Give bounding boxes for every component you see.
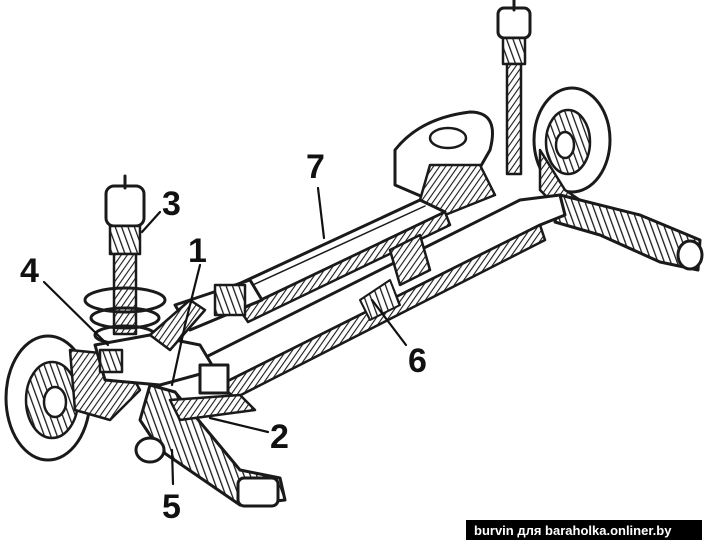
callout-7: 7 bbox=[306, 148, 325, 186]
left-brake-disc bbox=[4, 334, 142, 462]
leader-1 bbox=[170, 263, 202, 387]
leader-lines bbox=[42, 186, 408, 486]
watermark: burvin для baraholka.onliner.by bbox=[466, 520, 702, 540]
leader-4 bbox=[42, 280, 110, 347]
callout-3: 3 bbox=[162, 185, 181, 223]
callout-5: 5 bbox=[162, 488, 181, 526]
callout-2: 2 bbox=[270, 418, 289, 456]
leader-5 bbox=[170, 448, 175, 486]
watermark-text: burvin для baraholka.onliner.by bbox=[474, 523, 672, 538]
leader-6 bbox=[370, 298, 408, 347]
callout-1: 1 bbox=[188, 232, 207, 270]
leader-3 bbox=[140, 210, 162, 234]
leader-2 bbox=[208, 416, 270, 434]
right-lower-arm bbox=[553, 193, 704, 272]
left-upper-arm bbox=[93, 298, 217, 387]
subframe-rear-crossmember bbox=[393, 110, 497, 217]
callout-4: 4 bbox=[20, 252, 39, 290]
left-lower-transverse-arm bbox=[168, 363, 257, 422]
right-brake-disc bbox=[532, 86, 612, 212]
callout-6: 6 bbox=[408, 342, 427, 380]
left-shock-absorber bbox=[104, 174, 146, 336]
right-shock-absorber bbox=[496, 0, 532, 176]
leader-7 bbox=[316, 186, 326, 240]
